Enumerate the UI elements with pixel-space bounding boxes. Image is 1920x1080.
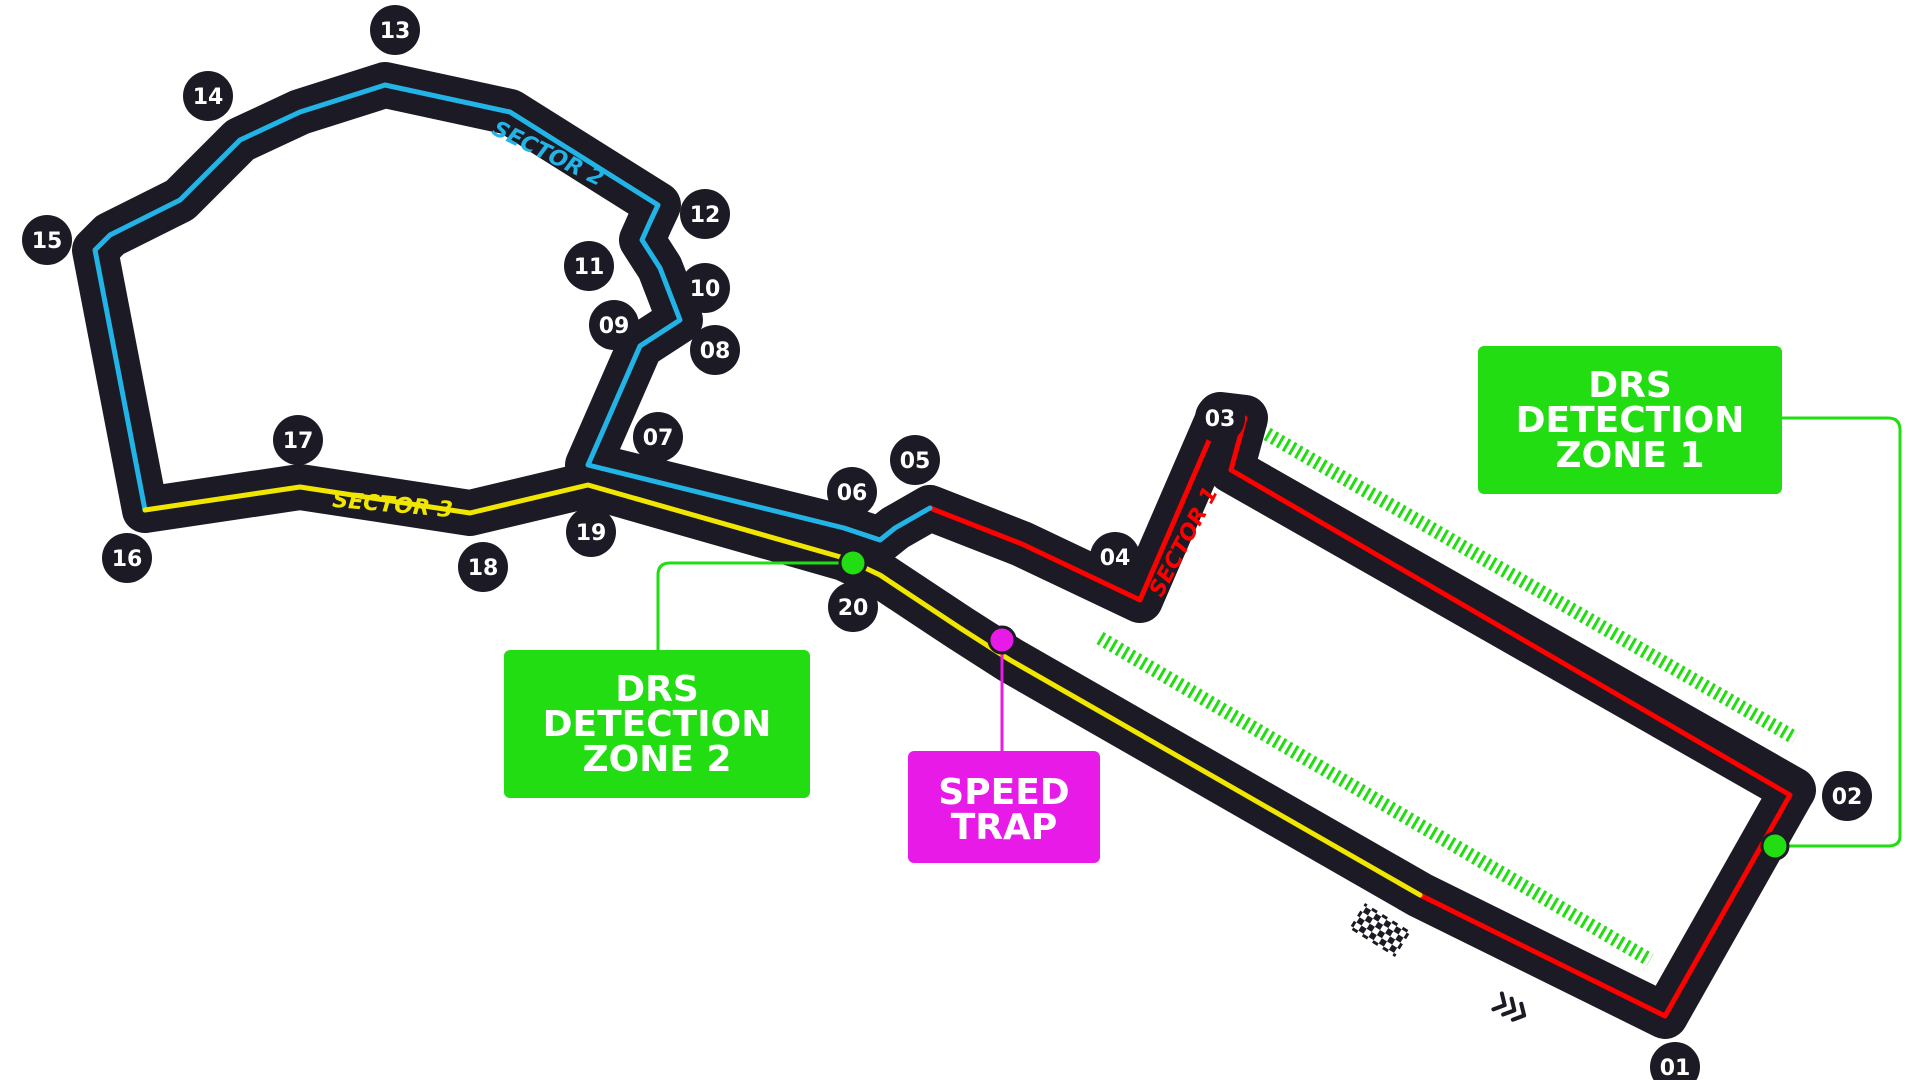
turn-label: 11 [574, 255, 605, 280]
speed-trap-line-2: TRAP [951, 807, 1058, 848]
turn-label: 05 [900, 449, 931, 474]
turn-label: 16 [112, 547, 143, 572]
turn-markers: 01 02 03 04 05 06 07 08 [22, 5, 1872, 1080]
turn-marker: 17 [273, 415, 323, 465]
turn-marker: 12 [680, 189, 730, 239]
turn-label: 07 [643, 426, 674, 451]
drs-zone-markers [1096, 420, 1799, 967]
turn-label: 13 [380, 19, 411, 44]
turn-label: 08 [700, 339, 731, 364]
turn-label: 02 [1832, 785, 1863, 810]
turn-marker: 07 [633, 412, 683, 462]
drs-detection-zone-1-callout: DRS DETECTION ZONE 1 [1478, 346, 1782, 494]
turn-label: 12 [690, 203, 721, 228]
drs-zone-marker-main-straight [1096, 631, 1654, 967]
turn-marker: 18 [458, 542, 508, 592]
turn-marker: 04 [1090, 532, 1140, 582]
drs-zone-2-line-1: DRS [615, 669, 699, 710]
turn-marker: 15 [22, 215, 72, 265]
turn-label: 18 [468, 556, 499, 581]
turn-label: 10 [690, 277, 721, 302]
turn-label: 20 [838, 596, 869, 621]
turn-marker: 01 [1650, 1042, 1700, 1080]
turn-marker: 06 [827, 467, 877, 517]
turn-label: 04 [1100, 546, 1131, 571]
speed-trap-callout: SPEED TRAP [908, 751, 1100, 863]
turn-marker: 20 [828, 582, 878, 632]
turn-marker: 03 [1195, 393, 1245, 443]
sector-2-line [92, 82, 933, 543]
turn-marker: 19 [566, 507, 616, 557]
turn-label: 09 [599, 314, 630, 339]
callout-dots [838, 548, 1790, 861]
turn-marker: 14 [183, 71, 233, 121]
turn-marker: 11 [564, 241, 614, 291]
drs-zone-2-line-2: DETECTION [543, 704, 772, 745]
direction-chevrons-icon [1491, 991, 1527, 1022]
turn-label: 06 [837, 481, 868, 506]
speed-trap-line-1: SPEED [938, 772, 1069, 813]
turn-marker: 09 [589, 300, 639, 350]
turn-marker: 13 [370, 5, 420, 55]
callout-connectors [656, 416, 1902, 848]
turn-marker: 08 [690, 325, 740, 375]
turn-label: 01 [1660, 1056, 1691, 1080]
turn-label: 03 [1205, 407, 1236, 432]
drs-zone-1-line-3: ZONE 1 [1555, 435, 1704, 476]
turn-marker: 05 [890, 435, 940, 485]
drs-zone-marker-back-straight [1251, 420, 1799, 745]
turn-label: 14 [193, 85, 224, 110]
drs-detection-zone-2-callout: DRS DETECTION ZONE 2 [504, 650, 810, 798]
drs-zone-2-line-3: ZONE 2 [582, 739, 731, 780]
turn-marker: 02 [1822, 771, 1872, 821]
track-outline [72, 62, 1816, 1039]
turn-label: 17 [283, 429, 314, 454]
drs-zone-2-dot [838, 548, 868, 578]
checkered-flag-icon [1349, 902, 1411, 958]
drs-zone-1-line-1: DRS [1588, 365, 1672, 406]
drs-zone-1-connector [1775, 416, 1902, 848]
sector-lines [92, 82, 1793, 1019]
turn-marker: 16 [102, 533, 152, 583]
drs-zone-1-line-2: DETECTION [1516, 400, 1745, 441]
turn-label: 15 [32, 229, 63, 254]
turn-label: 19 [576, 521, 607, 546]
turn-marker: 10 [680, 263, 730, 313]
drs-zone-1-dot [1760, 831, 1790, 861]
drs-zone-2-connector [656, 561, 853, 652]
speed-trap-dot [987, 625, 1017, 655]
